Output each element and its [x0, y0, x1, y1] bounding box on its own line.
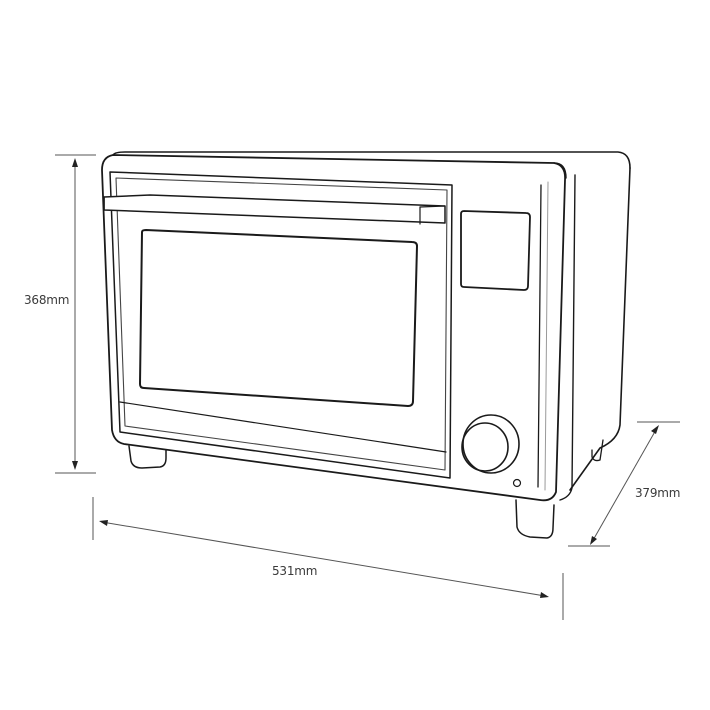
- width-dimension-label: 531mm: [272, 564, 318, 578]
- oven-handle: [103, 194, 446, 225]
- oven-window: [139, 229, 418, 407]
- control-knob: [461, 414, 520, 474]
- height-dimension-label: 368mm: [24, 293, 70, 307]
- oven-door: [109, 171, 549, 491]
- dimension-lines: [55, 154, 680, 620]
- depth-dimension-label: 379mm: [635, 486, 681, 500]
- oven-feet: [128, 439, 604, 539]
- display-panel: [460, 210, 531, 291]
- indicator-light: [512, 478, 522, 488]
- oven-body: [101, 151, 631, 502]
